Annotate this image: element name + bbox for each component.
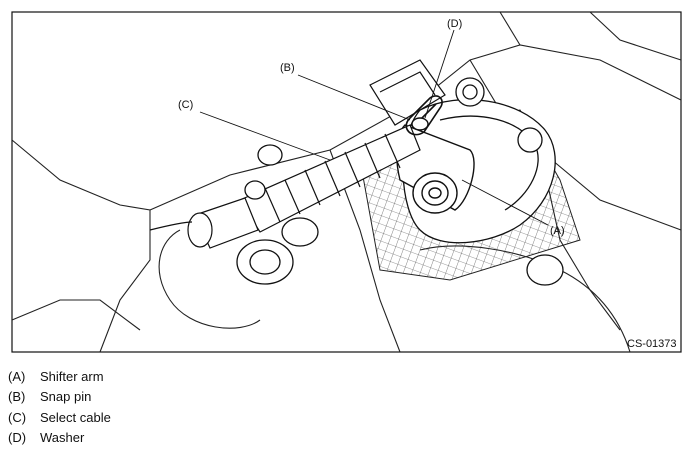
legend-text: Select cable <box>40 409 111 425</box>
legend-letter: (B) <box>8 389 26 405</box>
legend-item: (B) Snap pin <box>8 387 408 408</box>
body-panels <box>11 11 682 353</box>
upper-bracket <box>369 59 446 126</box>
mechanical-illustration: (C) (B) (D) (A) CS-01373 <box>11 11 682 353</box>
callout-d: (D) <box>447 18 462 30</box>
lower-linkage <box>236 144 564 286</box>
callout-a: (A) <box>550 225 565 237</box>
callout-b: (B) <box>280 62 295 74</box>
legend-item: (A) Shifter arm <box>8 366 408 387</box>
washer <box>411 117 429 131</box>
legend: (A) Shifter arm (B) Snap pin (C) Select … <box>8 366 408 448</box>
legend-letter: (C) <box>8 409 27 425</box>
legend-item: (D) Washer <box>8 428 408 449</box>
legend-text: Shifter arm <box>40 368 104 384</box>
leader-lines <box>199 29 549 226</box>
callout-c: (C) <box>178 99 193 111</box>
legend-text: Snap pin <box>40 389 92 405</box>
legend-letter: (A) <box>8 368 26 384</box>
figure-id: CS-01373 <box>627 338 677 350</box>
legend-item: (C) Select cable <box>8 407 408 428</box>
legend-letter: (D) <box>8 430 27 446</box>
select-cable-boot <box>149 124 421 249</box>
legend-text: Washer <box>40 430 85 446</box>
